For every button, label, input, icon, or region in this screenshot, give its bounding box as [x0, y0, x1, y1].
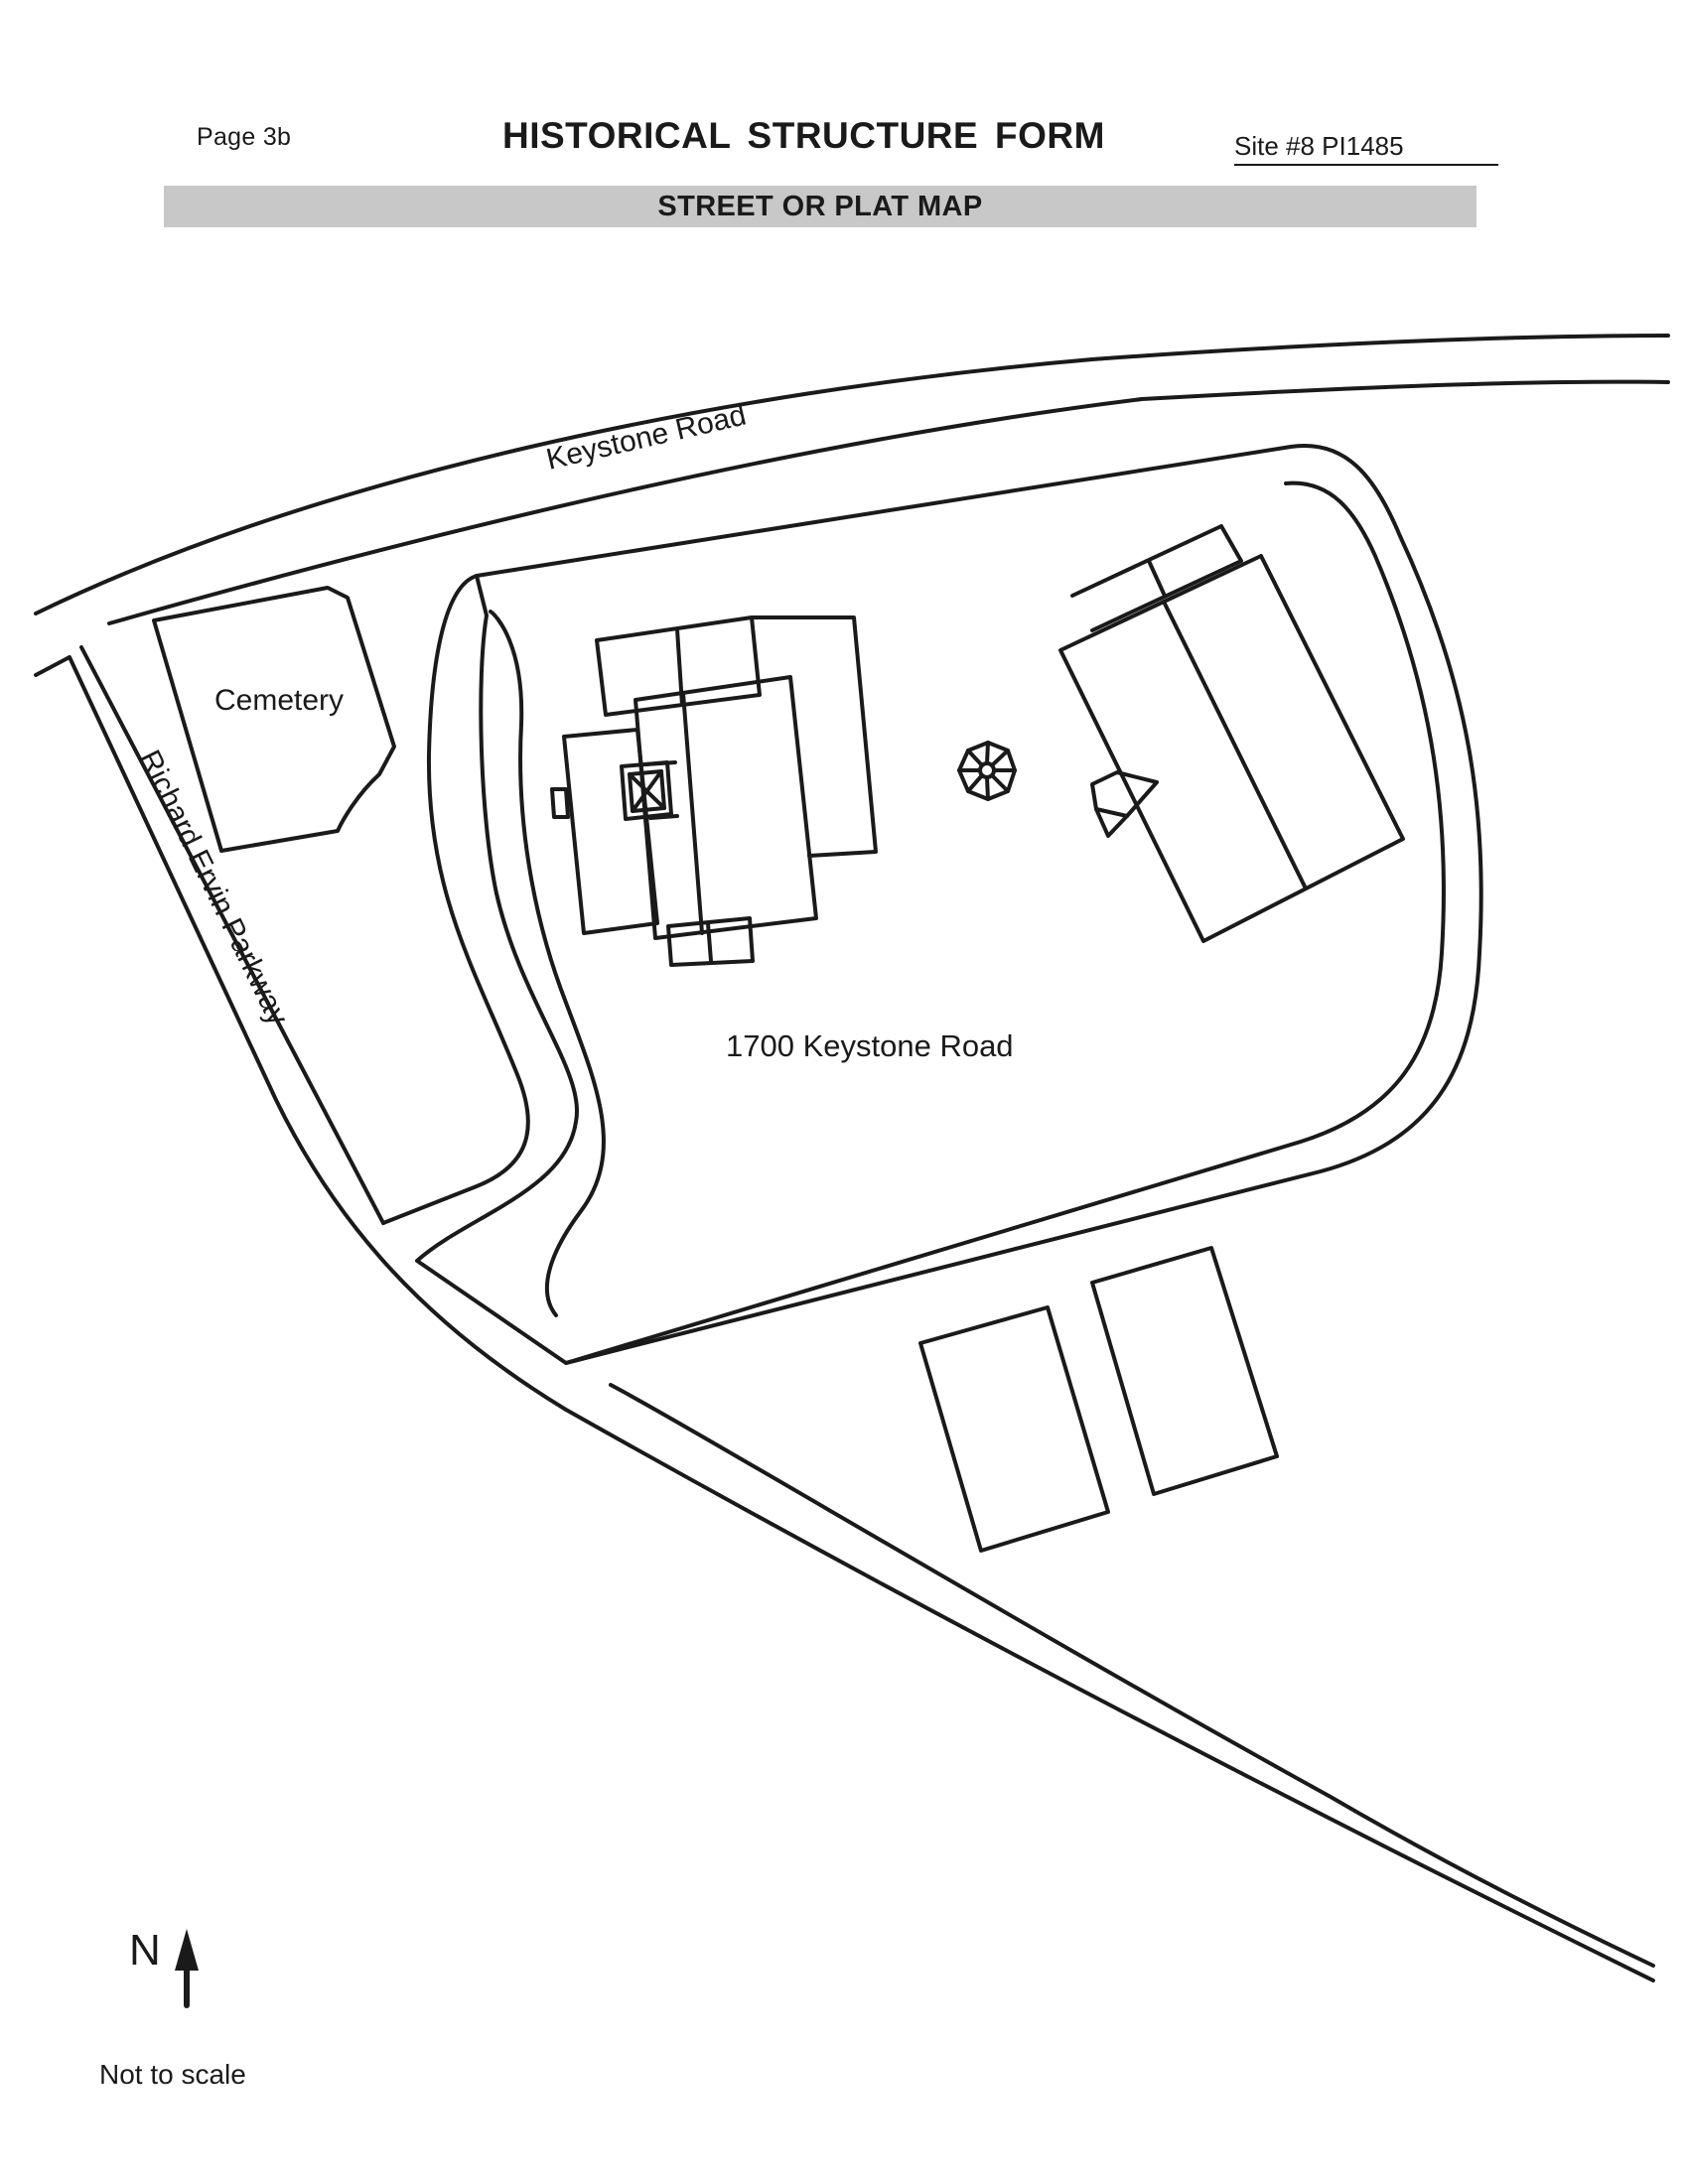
- loop-road-inner-west: [489, 610, 606, 1317]
- loop-road-outer: [415, 443, 1483, 1365]
- outbuilding-east: [1090, 1246, 1279, 1496]
- form-title: HISTORICAL STRUCTURE FORM: [502, 115, 1105, 156]
- house-south-porch: [666, 916, 755, 967]
- north-arrow-head: [175, 1929, 199, 1971]
- parkway-east-edge: [79, 645, 385, 1225]
- tower-cross-b: [631, 769, 663, 813]
- house-main-divider: [681, 691, 704, 935]
- parkway-west-edge: [34, 655, 1655, 1982]
- cemetery-label: Cemetery: [214, 684, 344, 717]
- section-title: STREET OR PLAT MAP: [657, 191, 983, 222]
- barn-annex-divider: [1147, 559, 1166, 596]
- scale-note: Not to scale: [99, 2059, 246, 2090]
- house-west-block: [562, 728, 659, 935]
- barn-main: [1058, 554, 1405, 943]
- parkway-east-lower-edge: [609, 1383, 1655, 1968]
- house-south-porch-divider: [706, 921, 713, 963]
- house-east-wing: [750, 615, 878, 858]
- tower-line-top: [643, 760, 677, 766]
- outbuilding-west: [918, 1305, 1110, 1553]
- keystone-road-south-edge: [107, 379, 1670, 625]
- page-label: Page 3b: [197, 123, 292, 151]
- site-label: Site #8 PI1485: [1234, 131, 1498, 166]
- cemetery-parcel-edge: [381, 574, 530, 1225]
- north-letter: N: [129, 1926, 161, 1975]
- tower-line-bottom: [648, 814, 679, 820]
- section-header-bar: STREET OR PLAT MAP: [164, 186, 1477, 227]
- address-label: 1700 Keystone Road: [726, 1028, 1014, 1063]
- cemetery-outline: [152, 586, 396, 853]
- house-west-porch: [550, 787, 570, 819]
- barn-ridge: [1162, 600, 1308, 890]
- keystone-road-north-edge: [34, 334, 1670, 615]
- house-north-wing: [595, 615, 762, 717]
- loop-road-inner: [564, 480, 1446, 1365]
- parkway-label: Richard Ervin Parkway: [133, 746, 295, 1030]
- keystone-road-label: Keystone Road: [543, 399, 749, 477]
